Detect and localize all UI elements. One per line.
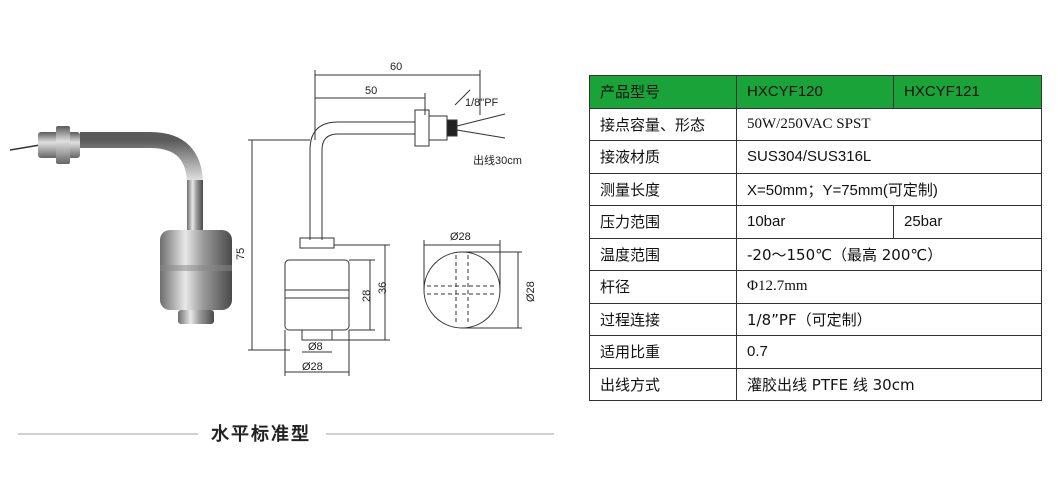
dim-75: 75 [235, 248, 247, 260]
row-label: 接液材质 [589, 140, 737, 174]
dim-36: 36 [377, 282, 389, 294]
table-row: 出线方式 灌胶出线 PTFE 线 30cm [589, 367, 1042, 401]
row-value: 灌胶出线 PTFE 线 30cm [736, 367, 1042, 401]
row-label: 接点容量、形态 [589, 107, 737, 141]
dim-28-bottom: Ø28 [302, 361, 323, 373]
row-label: 测量长度 [589, 172, 737, 206]
dim-wire: 出线30cm [473, 153, 522, 167]
dimension-drawing: 60 50 1/8"PF 出线30cm 75 28 36 Ø8 Ø28 Ø28 … [235, 61, 537, 376]
row-value: -20～150℃（最高 200℃） [736, 237, 1042, 271]
figure-caption: 水平标准型 [211, 424, 311, 445]
figure-area: 60 50 1/8"PF 出线30cm 75 28 36 Ø8 Ø28 Ø28 … [10, 61, 554, 445]
header-model-2: HXCYF121 [893, 75, 1042, 109]
row-label: 压力范围 [589, 205, 737, 239]
dim-50: 50 [365, 85, 377, 97]
row-label: 温度范围 [589, 237, 737, 271]
row-label: 适用比重 [589, 335, 737, 369]
table-row: 温度范围 -20～150℃（最高 200℃） [589, 237, 1042, 271]
table-row: 过程连接 1/8”PF（可定制） [589, 302, 1042, 336]
table-row: 测量长度 X=50mm；Y=75mm(可定制) [589, 172, 1042, 206]
row-value: X=50mm；Y=75mm(可定制) [736, 172, 1042, 206]
row-value: SUS304/SUS316L [736, 140, 1042, 174]
dim-28-top: Ø28 [450, 231, 471, 243]
dim-28-side: Ø28 [525, 281, 537, 302]
table-row: 适用比重 0.7 [589, 335, 1042, 369]
row-label: 过程连接 [589, 302, 737, 336]
caption-rule-right [326, 433, 554, 435]
caption-rule-left [18, 433, 198, 435]
header-label: 产品型号 [589, 75, 737, 109]
dim-thread: 1/8"PF [465, 97, 499, 109]
row-label: 出线方式 [589, 367, 737, 401]
spec-table: 产品型号 HXCYF120 HXCYF121 接点容量、形态 50W/250VA… [589, 75, 1042, 401]
row-value: Φ12.7mm [736, 270, 1042, 304]
dim-8: Ø8 [308, 341, 323, 353]
row-value-2: 25bar [893, 205, 1042, 239]
row-label: 杆径 [589, 270, 737, 304]
row-value: 50W/250VAC SPST [736, 107, 1042, 141]
dim-28-height: 28 [361, 290, 373, 302]
dim-60: 60 [390, 61, 402, 73]
row-value: 10bar [736, 205, 894, 239]
table-row: 压力范围 10bar 25bar [589, 205, 1042, 239]
product-photo [10, 126, 232, 324]
table-row: 杆径 Φ12.7mm [589, 270, 1042, 304]
table-row: 接液材质 SUS304/SUS316L [589, 140, 1042, 174]
table-header-row: 产品型号 HXCYF120 HXCYF121 [589, 75, 1042, 109]
row-value: 1/8”PF（可定制） [736, 302, 1042, 336]
row-value: 0.7 [736, 335, 1042, 369]
header-model-1: HXCYF120 [736, 75, 894, 109]
table-row: 接点容量、形态 50W/250VAC SPST [589, 107, 1042, 141]
